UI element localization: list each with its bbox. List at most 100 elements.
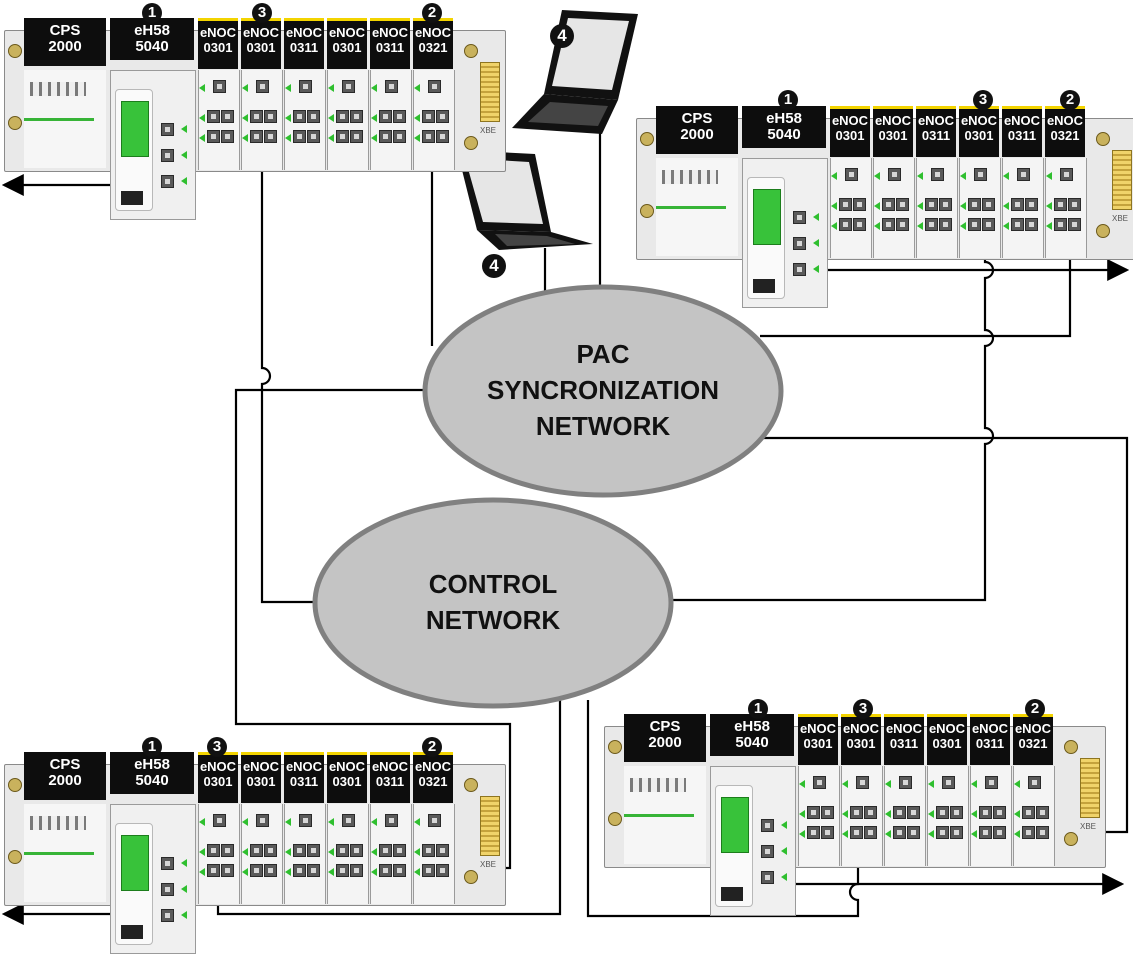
status-led-icon — [813, 239, 819, 247]
ethernet-port-icon — [968, 218, 981, 231]
psu-terminal-block — [30, 816, 86, 830]
ethernet-port-icon — [950, 806, 963, 819]
screw-icon — [608, 812, 622, 826]
noc-label-line1: eNOC — [831, 113, 869, 128]
ethernet-port-icon — [379, 110, 392, 123]
ethernet-port-icon — [993, 806, 1006, 819]
status-led-icon — [928, 780, 934, 788]
ethernet-port-icon — [1068, 198, 1081, 211]
status-led-icon — [874, 172, 880, 180]
status-led-icon — [842, 830, 848, 838]
ethernet-port-icon — [207, 864, 220, 877]
ethernet-port-icon — [793, 237, 806, 250]
ethernet-port-icon — [207, 844, 220, 857]
screw-icon — [8, 116, 22, 130]
ethernet-port-icon — [864, 806, 877, 819]
ethernet-port-icon — [207, 110, 220, 123]
status-led-icon — [971, 780, 977, 788]
noc-label-line2: 0311 — [889, 736, 919, 751]
status-led-icon — [181, 125, 187, 133]
cpu-connector-icon — [121, 191, 143, 205]
callout-rack1-noc: 3 — [252, 3, 272, 23]
status-led-icon — [328, 114, 334, 122]
status-led-icon — [285, 84, 291, 92]
noc-module-body — [241, 804, 283, 904]
ethernet-port-icon — [379, 130, 392, 143]
cpu-label-line1: eH58 — [134, 22, 170, 39]
ethernet-port-icon — [307, 130, 320, 143]
ethernet-port-icon — [882, 198, 895, 211]
status-led-icon — [328, 848, 334, 856]
screw-icon — [464, 870, 478, 884]
noc-label-line2: 0321 — [1018, 736, 1048, 751]
ethernet-port-icon — [293, 130, 306, 143]
status-led-icon — [1003, 202, 1009, 210]
status-led-icon — [242, 134, 248, 142]
ethernet-port-icon — [264, 110, 277, 123]
xbe-label: XBE — [1112, 214, 1129, 223]
noc-label-line1: eNOC — [199, 25, 237, 40]
status-led-icon — [874, 202, 880, 210]
screw-icon — [1096, 132, 1110, 146]
ethernet-port-icon — [422, 844, 435, 857]
ethernet-port-icon — [896, 218, 909, 231]
noc-label-line2: 0311 — [1007, 128, 1037, 143]
noc-label-line2: 0301 — [846, 736, 876, 751]
ethernet-port-icon — [161, 123, 174, 136]
ethernet-port-icon — [350, 844, 363, 857]
ethernet-port-icon — [807, 806, 820, 819]
xbe-label: XBE — [480, 860, 497, 869]
ethernet-port-icon — [925, 218, 938, 231]
noc-label-line2: 0301 — [803, 736, 833, 751]
status-led-icon — [414, 134, 420, 142]
noc-label-line2: 0311 — [921, 128, 951, 143]
ethernet-port-icon — [856, 776, 869, 789]
status-led-icon — [328, 818, 334, 826]
noc-label-line1: eNOC — [971, 721, 1009, 736]
status-led-icon — [199, 868, 205, 876]
noc-module-body — [798, 766, 840, 866]
noc-label-line2: 0301 — [878, 128, 908, 143]
control-network-label-line1: CONTROL — [428, 569, 558, 599]
ethernet-port-icon — [350, 110, 363, 123]
rack1-control-wire — [260, 140, 320, 604]
status-led-icon — [181, 151, 187, 159]
status-led-icon — [1014, 780, 1020, 788]
status-led-icon — [285, 134, 291, 142]
ethernet-port-icon — [936, 806, 949, 819]
noc-label-line2: 0301 — [932, 736, 962, 751]
sync-network-label-line3: NETWORK — [535, 411, 671, 441]
noc-label-line1: eNOC — [199, 759, 237, 774]
noc-module-body — [241, 70, 283, 170]
status-led-icon — [928, 810, 934, 818]
noc-label-line2: 0301 — [332, 774, 362, 789]
ethernet-port-icon — [807, 826, 820, 839]
noc-label-line1: eNOC — [928, 721, 966, 736]
noc-label-line1: eNOC — [242, 25, 280, 40]
noc-label-line2: 0311 — [375, 40, 405, 55]
ethernet-port-icon — [1022, 806, 1035, 819]
ethernet-port-icon — [907, 826, 920, 839]
ethernet-port-icon — [864, 826, 877, 839]
ethernet-port-icon — [793, 263, 806, 276]
noc-module-body — [884, 766, 926, 866]
cpu-display-icon — [753, 189, 781, 245]
ethernet-port-icon — [1011, 218, 1024, 231]
noc-label-line2: 0301 — [835, 128, 865, 143]
ethernet-port-icon — [839, 218, 852, 231]
ethernet-port-icon — [436, 110, 449, 123]
ethernet-port-icon — [393, 844, 406, 857]
cpu-display-icon — [121, 835, 149, 891]
ethernet-port-icon — [307, 864, 320, 877]
noc-label-line2: 0311 — [289, 40, 319, 55]
noc-module-body — [198, 804, 240, 904]
ethernet-port-icon — [982, 218, 995, 231]
